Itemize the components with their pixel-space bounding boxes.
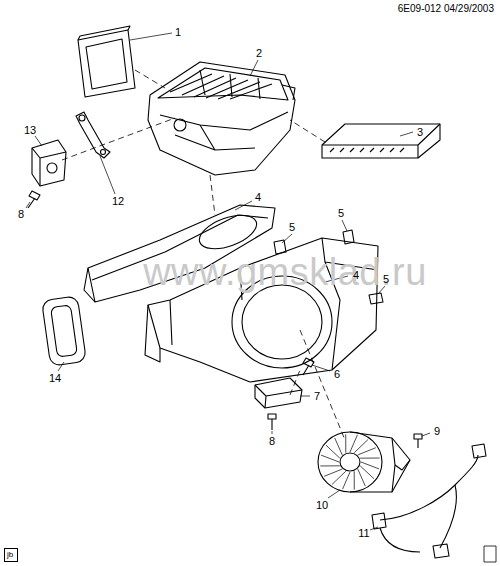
callout-number: 6	[334, 369, 340, 380]
callout-number: 3	[417, 127, 423, 138]
screw	[414, 434, 422, 448]
callout-number: 10	[316, 500, 328, 511]
callout-number: 14	[49, 373, 61, 384]
callout-number: 5	[338, 208, 344, 219]
fan-fin	[358, 448, 376, 455]
callout-number: 4	[255, 192, 261, 203]
fan-fin	[345, 434, 346, 452]
filter-frame	[78, 26, 135, 97]
fan-fin	[361, 462, 379, 469]
blower-resistor	[255, 378, 302, 408]
actuator	[32, 140, 66, 186]
fan-fin	[343, 472, 350, 489]
fan-fin	[332, 471, 346, 484]
fan-fin	[320, 465, 340, 466]
fan-fin	[350, 435, 357, 452]
callout-number: 1	[175, 27, 181, 38]
callout-number: 13	[24, 125, 36, 136]
fan-fin	[326, 445, 340, 458]
fan-fin	[354, 471, 355, 489]
callout-number: 5	[383, 274, 389, 285]
callout-number: 2	[256, 48, 262, 59]
box-text: jb	[7, 551, 15, 559]
leader-lines	[26, 33, 430, 530]
callout-number: 12	[112, 196, 124, 207]
watermark: www.gmsklad.ru	[143, 253, 427, 291]
screw	[303, 358, 314, 375]
callout-number: 8	[269, 436, 275, 447]
callout-number: 5	[289, 222, 295, 233]
fan-fin	[360, 466, 374, 479]
fan-fin	[358, 469, 366, 486]
fan-fin	[360, 458, 380, 459]
callout-number: 7	[314, 391, 320, 402]
id-box: jb	[4, 548, 18, 562]
callout-number: 9	[434, 426, 440, 437]
upper-housing	[148, 62, 295, 175]
corner-mark	[484, 546, 496, 562]
callout-number: 4	[353, 270, 359, 281]
blower-motor	[318, 432, 410, 492]
fan-fin	[354, 440, 368, 453]
fan-fin	[324, 469, 342, 476]
callout-number: 8	[18, 209, 24, 220]
seal	[42, 296, 87, 366]
actuator-arm	[76, 112, 110, 158]
fan-fin	[335, 438, 343, 455]
screw	[268, 414, 276, 430]
wiring-harness	[372, 444, 486, 558]
filter-element	[322, 124, 440, 158]
fan-fin	[321, 455, 339, 462]
callout-number: 11	[358, 528, 369, 539]
diagram-code: 6E09-012 04/29/2003	[398, 4, 494, 14]
screw	[28, 191, 40, 208]
